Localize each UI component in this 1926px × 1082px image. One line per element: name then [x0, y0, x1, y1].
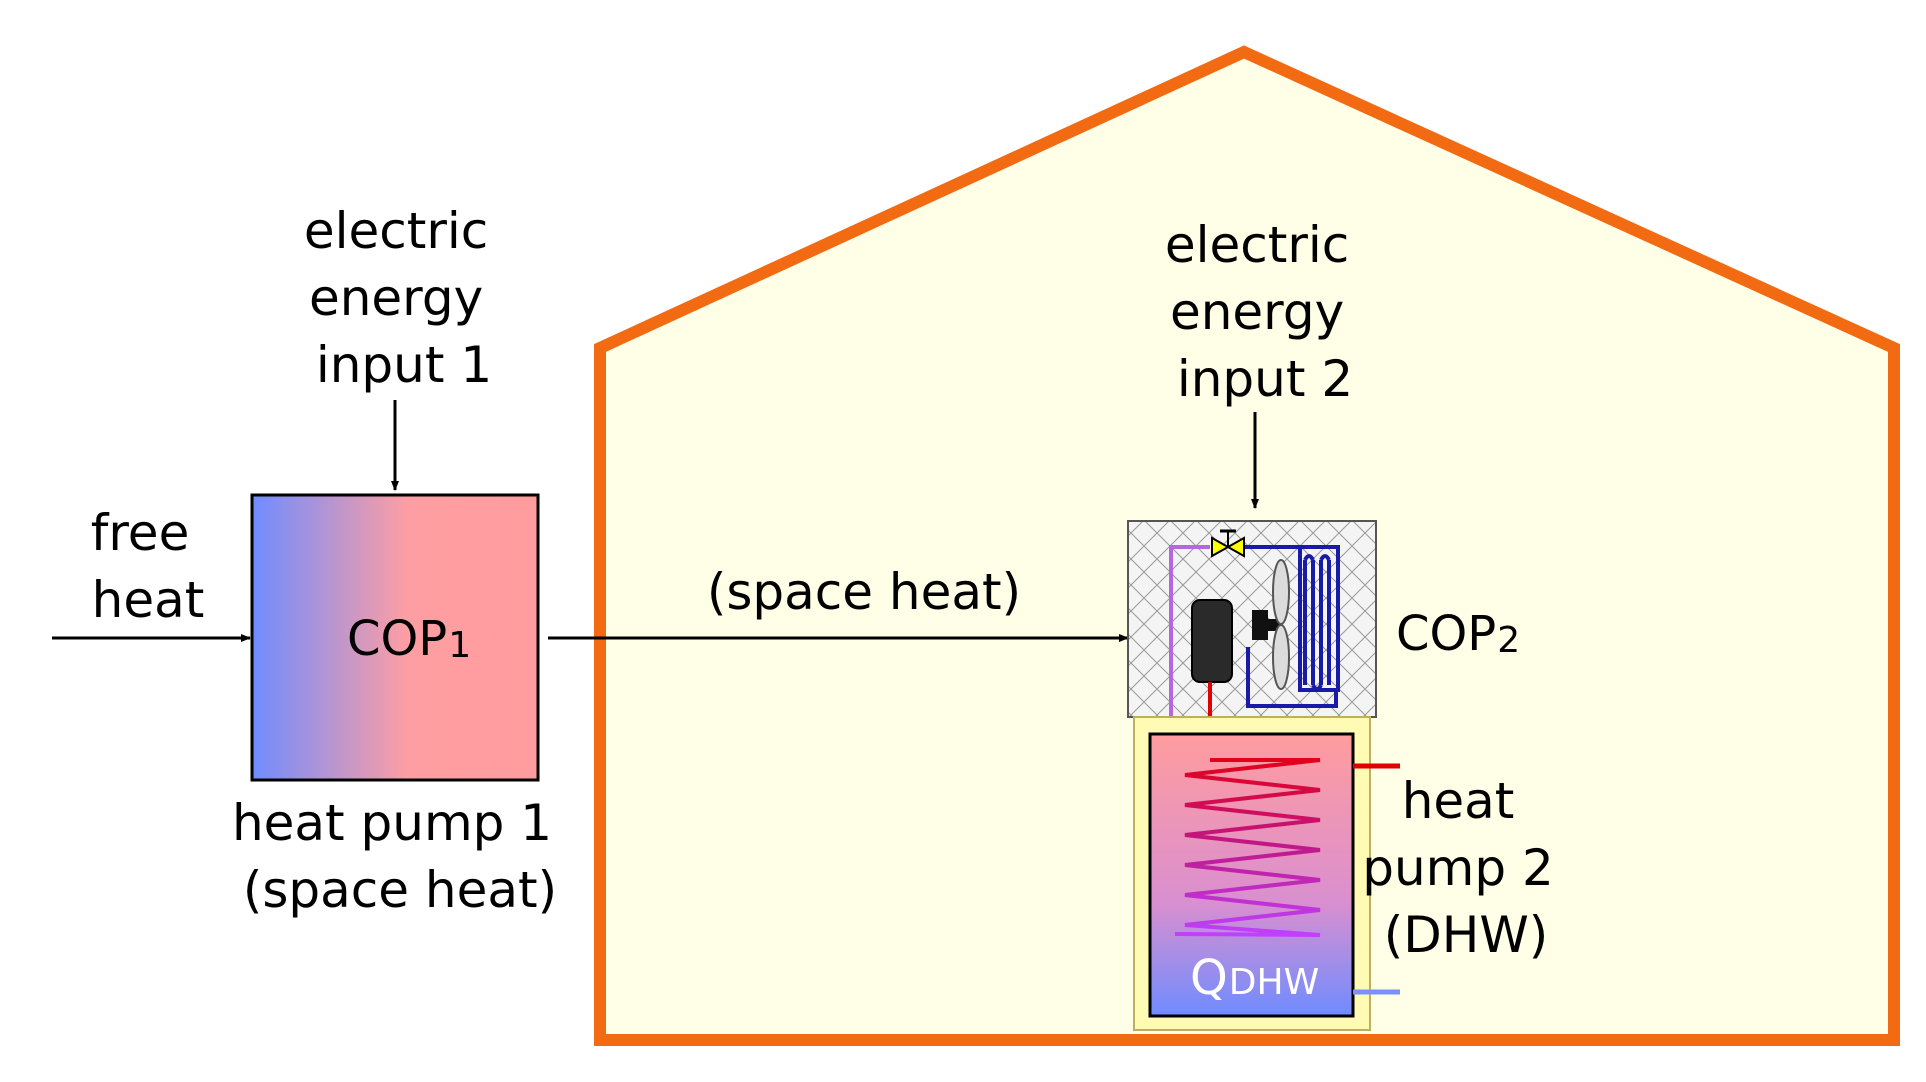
heating-coil-icon [1174, 758, 1321, 937]
input-2-label: electric energy input 2 [1165, 216, 1365, 408]
cop-2-label: COP2 [1396, 606, 1520, 662]
q-dhw-label: QDHW [1190, 950, 1319, 1006]
heat-pump-1-name: heat pump 1 (space heat) [232, 794, 568, 919]
heat-pump-1-box [250, 493, 540, 782]
expansion-valve-icon [1211, 529, 1245, 558]
condenser-coil-icon [1303, 554, 1331, 691]
heat-pump-2-name: heat pump 2 (DHW) [1362, 772, 1569, 964]
compressor-icon [1191, 599, 1233, 683]
free-heat-label: free heat [91, 504, 206, 629]
fan-icon [1252, 559, 1290, 690]
space-heat-flow-label: (space heat) [707, 563, 1021, 621]
cop-1-label: COP1 [347, 611, 471, 667]
input-1-label: electric energy input 1 [304, 202, 504, 394]
